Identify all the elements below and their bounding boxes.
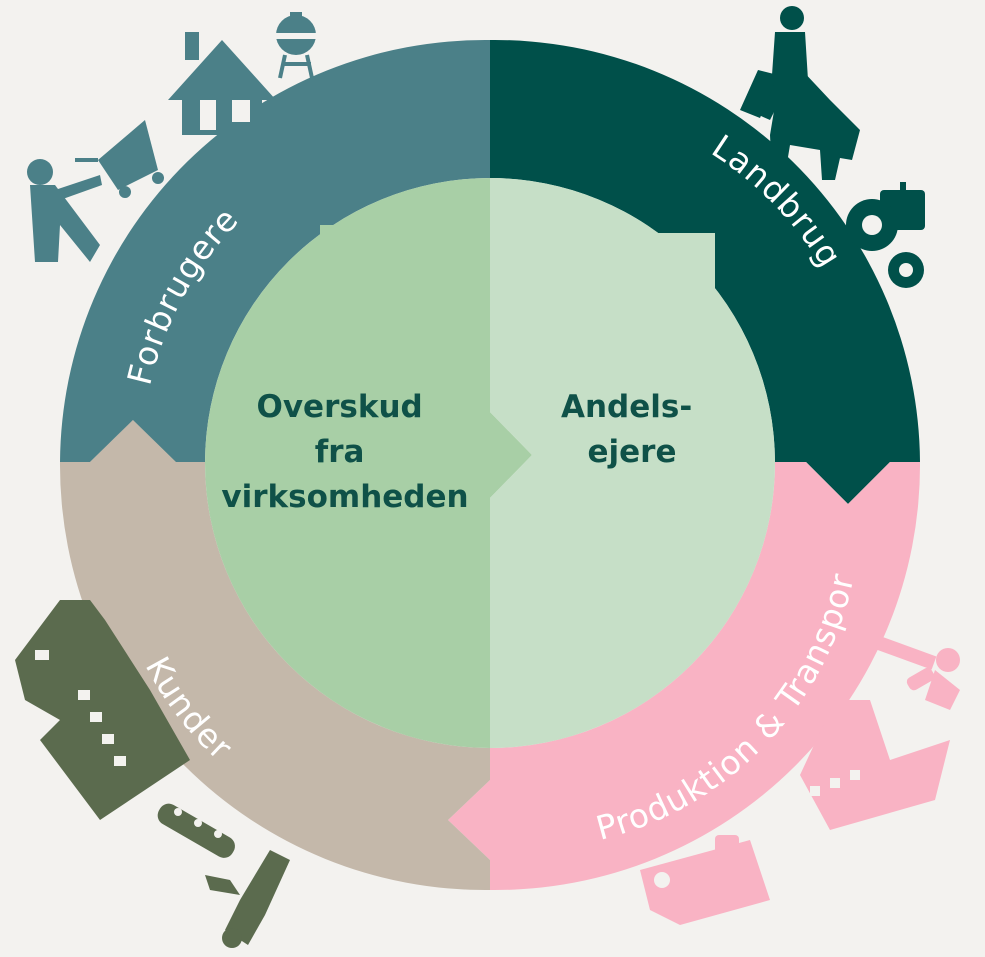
store-building-icon [15,600,190,820]
segment-forbrugere-main [60,39,490,463]
shopping-cart-icon [75,120,164,198]
grill-icon [276,12,316,79]
tractor-icon [846,182,925,288]
shopper-person-icon [27,159,102,262]
checkout-conveyor-icon [157,803,235,858]
segment-produktion [448,462,921,891]
core-left-label: Overskud fra virksomheden [221,389,468,515]
core-right [490,178,775,748]
core-step-left [320,225,490,285]
cashier-person-icon [205,850,290,948]
house-icon [168,32,276,135]
core-left [205,178,532,748]
truck-icon [640,835,770,925]
segment-kunder [59,420,491,891]
core-step-right [490,233,715,288]
factory-conveyor-icon [800,700,950,830]
cow-icon [770,68,860,180]
robot-arm-icon [875,635,960,710]
core-right-label: Andels- ejere [561,389,703,470]
